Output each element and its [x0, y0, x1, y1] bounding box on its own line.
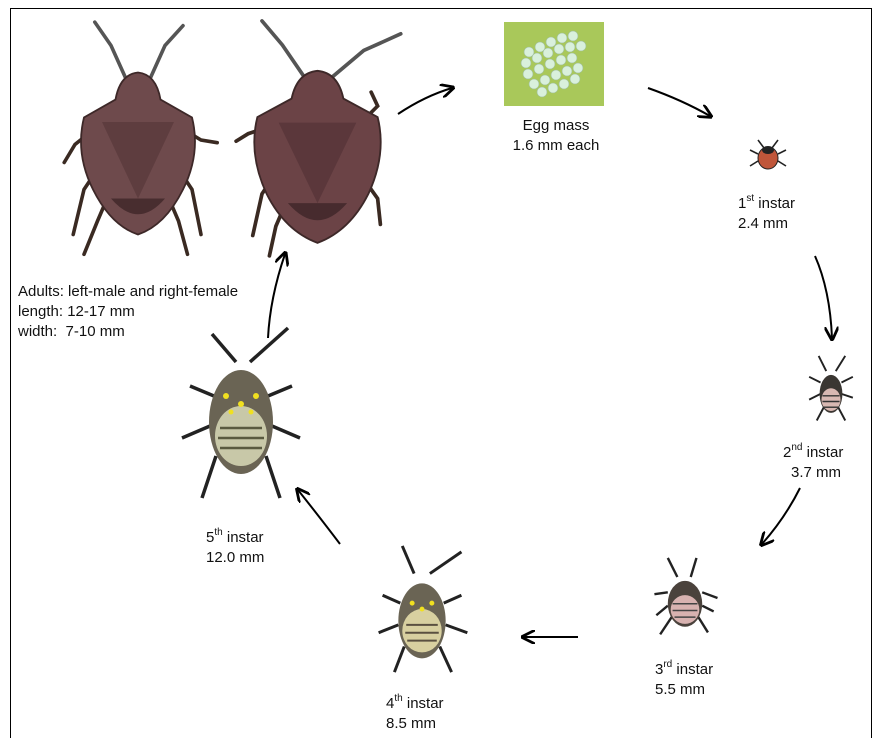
instar4-size: 8.5 mm	[386, 714, 476, 734]
instar5-label: 5th instar 12.0 mm	[206, 524, 296, 568]
instar5-image	[176, 326, 306, 506]
adult-female-image	[225, 12, 410, 274]
instar2-label: 2nd instar 3.7 mm	[783, 439, 873, 483]
adults-line-2: length: 12-17 mm	[18, 302, 298, 322]
instar5-title: 5th instar	[206, 524, 296, 548]
egg-name: Egg mass	[494, 116, 618, 136]
instar1-title: 1st instar	[738, 190, 828, 214]
instar3-label: 3rd instar 5.5 mm	[655, 656, 745, 700]
egg-mass-image	[504, 22, 604, 106]
arrow-instar2-to-instar3	[762, 488, 800, 544]
instar1-label: 1st instar 2.4 mm	[738, 190, 828, 234]
egg-label: Egg mass 1.6 mm each	[494, 116, 618, 156]
arrow-egg-to-instar1	[648, 88, 710, 116]
adult-male-image	[48, 12, 228, 277]
instar3-size: 5.5 mm	[655, 680, 745, 700]
adults-line-1: Adults: left-male and right-female	[18, 282, 298, 302]
instar4-title: 4th instar	[386, 690, 476, 714]
instar3-image	[645, 556, 725, 642]
instar4-image	[372, 544, 472, 682]
instar4-label: 4th instar 8.5 mm	[386, 690, 476, 734]
instar3-title: 3rd instar	[655, 656, 745, 680]
egg-size: 1.6 mm each	[494, 136, 618, 156]
instar2-image	[806, 354, 856, 430]
instar5-size: 12.0 mm	[206, 548, 296, 568]
adults-line-3: width: 7-10 mm	[18, 322, 298, 342]
instar2-title: 2nd instar	[783, 439, 873, 463]
arrow-instar1-to-instar2	[815, 256, 832, 338]
adults-label: Adults: left-male and right-female lengt…	[18, 282, 298, 342]
instar1-image	[748, 136, 788, 176]
instar1-size: 2.4 mm	[738, 214, 828, 234]
instar2-size: 3.7 mm	[783, 463, 873, 483]
